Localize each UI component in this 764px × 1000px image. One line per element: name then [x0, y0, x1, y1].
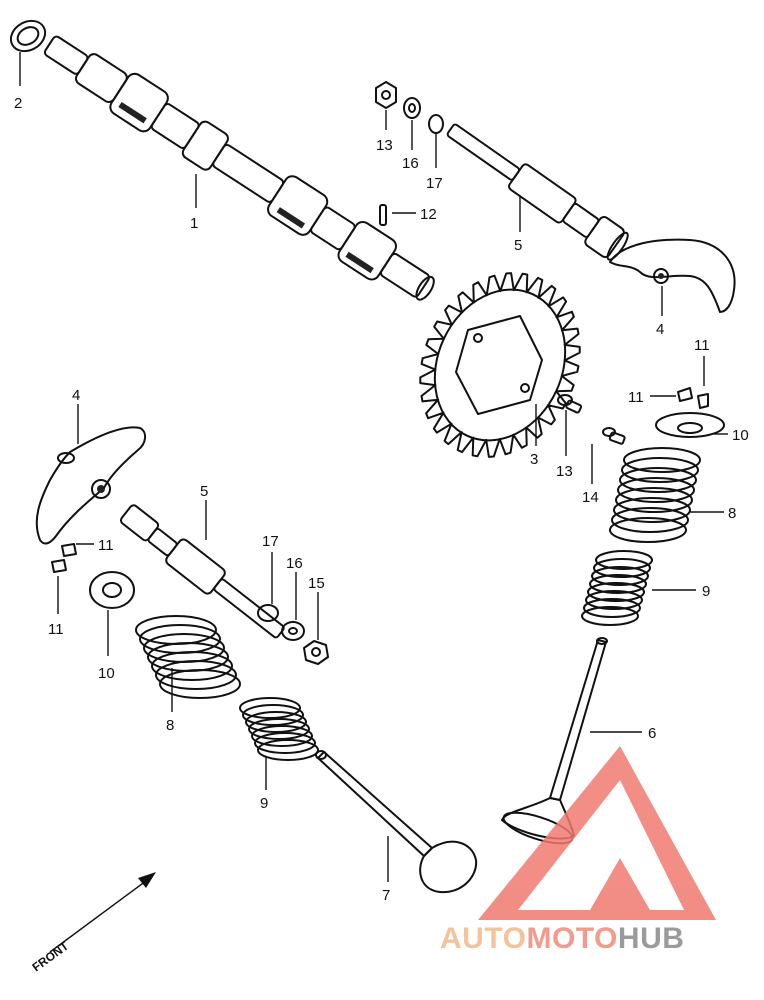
leader-lines	[19, 52, 728, 882]
callout-6: 6	[648, 725, 656, 742]
spring-coil	[611, 507, 689, 533]
inner-valve-spring-upper-part	[581, 550, 653, 626]
spring-coil	[155, 660, 237, 690]
spring-coil	[621, 457, 699, 483]
outer-valve-spring-upper-part	[609, 447, 701, 543]
spring-coil	[159, 669, 241, 699]
inner-valve-spring-lower-part	[239, 697, 319, 761]
callout-8-lower: 8	[166, 717, 174, 734]
spring-coil	[617, 477, 695, 503]
rocker-arm-lower-part	[35, 426, 146, 545]
o-ring-lower-part	[257, 604, 279, 622]
callout-15: 14	[582, 489, 599, 506]
spring-coil	[239, 697, 301, 719]
spring-coil	[251, 725, 313, 747]
valve-cotter-lower-part	[51, 543, 77, 573]
callout-10-upper: 10	[732, 427, 749, 444]
watermark-text: AUTOMOTOHUB	[440, 922, 684, 955]
spring-coil	[613, 497, 691, 523]
spring-coil	[593, 558, 651, 578]
spring-coil	[254, 732, 316, 754]
callout-17-lower: 17	[262, 533, 279, 550]
rocker-shaft-upper-part	[446, 123, 629, 261]
callout-13-lower: 15	[308, 575, 325, 592]
spring-coil	[242, 704, 304, 726]
sprocket-bolt-part	[557, 394, 583, 414]
spring-coil	[245, 711, 307, 733]
callout-12: 12	[420, 206, 437, 223]
spring-coil	[581, 606, 639, 626]
spring-coil	[595, 550, 653, 570]
callout-11-lower-left: 11	[48, 621, 64, 638]
spring-coil	[257, 739, 319, 761]
thrust-washer-part	[9, 19, 47, 53]
spring-coil	[151, 651, 233, 681]
camshaft-part	[43, 35, 435, 301]
callout-1: 1	[190, 215, 198, 232]
o-ring-upper-part	[428, 114, 444, 134]
rocker-shaft-lower-part	[119, 504, 285, 639]
watermark-triangle-logo	[478, 746, 716, 920]
callout-11-upper-left: 11	[628, 389, 644, 406]
callout-4-lower: 4	[72, 387, 80, 404]
callout-17-upper: 17	[426, 175, 443, 192]
spring-coil	[587, 582, 645, 602]
washer-upper-part	[403, 97, 421, 119]
exhaust-valve-part	[501, 637, 608, 845]
washer-lower-part	[281, 621, 305, 641]
callout-10-lower: 10	[98, 665, 115, 682]
front-label: FRONT	[30, 938, 72, 974]
spring-retainer-lower-part	[89, 571, 135, 609]
front-direction-arrow	[49, 872, 156, 953]
callout-8-upper: 8	[728, 505, 736, 522]
callout-11-lower-right: 11	[98, 537, 114, 554]
callout-2: 2	[14, 95, 22, 112]
callout-16-lower: 16	[286, 555, 303, 572]
spring-coil	[591, 566, 649, 586]
automotohub-watermark: AUTOMOTOHUB	[440, 746, 716, 955]
spring-coil	[619, 467, 697, 493]
spring-coil	[248, 718, 310, 740]
spring-coil	[589, 574, 647, 594]
spring-retainer-upper-part	[655, 412, 725, 438]
dowel-pin-part	[379, 204, 387, 226]
spring-coil	[583, 598, 641, 618]
callout-7: 7	[382, 887, 390, 904]
callout-5-lower: 5	[200, 483, 208, 500]
spring-coil	[609, 517, 687, 543]
callout-labels: 2 1 13 16 17 12 5 4 11 11 10 3 13 14 8 9…	[14, 95, 749, 904]
outer-valve-spring-lower-part	[135, 615, 241, 699]
callout-13-upper: 13	[376, 137, 393, 154]
callout-9-lower: 9	[260, 795, 268, 812]
callout-3: 3	[530, 451, 538, 468]
callout-4-upper: 4	[656, 321, 664, 338]
spring-coil	[623, 447, 701, 473]
callout-9-upper: 9	[702, 583, 710, 600]
valve-cotter-upper-part	[677, 387, 709, 409]
cam-sprocket-part	[419, 272, 581, 458]
nut-lower-part	[303, 640, 329, 665]
callout-16-upper: 16	[402, 155, 419, 172]
intake-valve-part	[315, 750, 478, 894]
callout-14: 13	[556, 463, 573, 480]
spring-coil	[585, 590, 643, 610]
tappet-screw-part	[602, 427, 626, 445]
rocker-arm-upper-part	[609, 238, 736, 313]
callout-11-upper-right: 11	[694, 337, 710, 354]
nut-upper-part	[375, 81, 397, 109]
spring-coil	[615, 487, 693, 513]
callout-5-upper: 5	[514, 237, 522, 254]
